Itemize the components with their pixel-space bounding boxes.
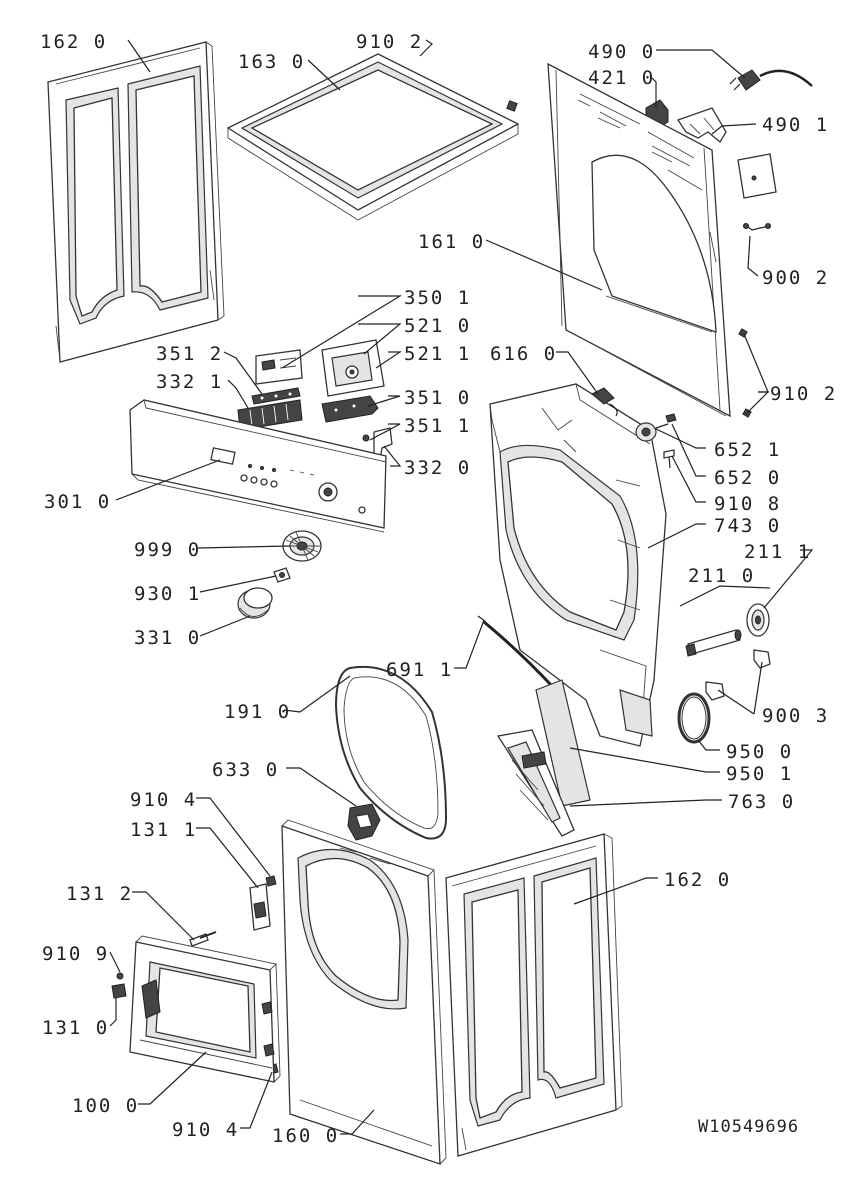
- label-351-2: 351 2: [156, 343, 223, 365]
- filter-screen-drawing: [535, 679, 591, 807]
- label-163-0: 163 0: [238, 51, 305, 73]
- thermostat-drawing: [635, 413, 677, 442]
- label-131-0: 131 0: [42, 1017, 109, 1039]
- label-211-0: 211 0: [688, 565, 755, 587]
- screws-rear-drawing: [738, 328, 752, 418]
- drive-ring-drawing: [677, 692, 711, 744]
- label-332-0: 332 0: [404, 457, 471, 479]
- top-cover-drawing: [226, 53, 520, 221]
- side-panel-right-drawing: [445, 833, 623, 1157]
- control-panel-drawing: [129, 399, 387, 533]
- label-351-0: 351 0: [404, 387, 471, 409]
- label-910-2-rear: 910 2: [770, 383, 837, 405]
- label-421-0: 421 0: [588, 67, 655, 89]
- label-950-0: 950 0: [726, 741, 793, 763]
- label-633-0: 633 0: [212, 759, 279, 781]
- label-910-4-bottom: 910 4: [172, 1119, 239, 1141]
- label-332-1: 332 1: [156, 371, 223, 393]
- label-131-2: 131 2: [66, 883, 133, 905]
- hinge-pin-drawing: [189, 931, 217, 947]
- roller-shaft-drawing: [685, 629, 742, 657]
- label-521-0: 521 0: [404, 315, 471, 337]
- label-211-1: 211 1: [744, 541, 811, 563]
- label-100-0: 100 0: [72, 1095, 139, 1117]
- label-162-0-left: 162 0: [40, 31, 107, 53]
- screw-top-drawing: [506, 100, 518, 112]
- label-910-2-top: 910 2: [356, 31, 423, 53]
- label-910-9: 910 9: [42, 943, 109, 965]
- control-board-drawing: [255, 349, 303, 385]
- lint-filter-drawing: [496, 729, 575, 837]
- idler-wheel-drawing: [746, 603, 770, 637]
- front-bulkhead-drawing: [489, 383, 667, 747]
- cord-clamp-drawing: [676, 107, 777, 199]
- label-490-1: 490 1: [762, 114, 829, 136]
- screw-bulkhead-drawing: [663, 449, 675, 469]
- label-350-1: 350 1: [404, 287, 471, 309]
- drawing-number: W10549696: [698, 1117, 799, 1137]
- part-labels: 162 0 163 0 910 2 490 0 421 0 490 1 161 …: [40, 31, 837, 1147]
- door-seal-drawing: [334, 666, 448, 840]
- label-691-1: 691 1: [386, 659, 453, 681]
- door-lock-drawing: [347, 803, 381, 841]
- label-490-0: 490 0: [588, 41, 655, 63]
- shaft-clips-drawing: [705, 649, 771, 701]
- ground-wire-drawing: [743, 223, 771, 231]
- lamp-holder-drawing: [591, 387, 618, 417]
- rear-panel-drawing: [547, 62, 731, 418]
- label-652-1: 652 1: [714, 439, 781, 461]
- label-910-4-top: 910 4: [130, 789, 197, 811]
- label-763-0: 763 0: [728, 791, 795, 813]
- side-panel-left-drawing: [47, 41, 225, 363]
- label-161-0: 161 0: [418, 231, 485, 253]
- door-assembly-drawing: [129, 935, 281, 1083]
- label-743-0: 743 0: [714, 515, 781, 537]
- power-cord-drawing: [729, 69, 813, 91]
- label-950-1: 950 1: [726, 763, 793, 785]
- label-900-3: 900 3: [762, 705, 829, 727]
- knob-insert-drawing: [273, 567, 291, 583]
- switch-strip-drawing: [251, 387, 301, 405]
- switch-bracket-drawing: [321, 395, 379, 423]
- front-panel-drawing: [281, 819, 447, 1165]
- label-162-0-right: 162 0: [664, 869, 731, 891]
- electronic-module-drawing: [321, 339, 385, 397]
- label-521-1: 521 1: [404, 343, 471, 365]
- control-knob-drawing: [237, 587, 273, 619]
- label-652-0: 652 0: [714, 467, 781, 489]
- door-hinge-drawing: [249, 883, 271, 931]
- label-900-2: 900 2: [762, 267, 829, 289]
- label-160-0: 160 0: [272, 1125, 339, 1147]
- leader-lines: [109, 39, 814, 1135]
- label-331-0: 331 0: [134, 627, 201, 649]
- label-301-0: 301 0: [44, 491, 111, 513]
- label-351-1: 351 1: [404, 415, 471, 437]
- label-910-8: 910 8: [714, 493, 781, 515]
- label-191-0: 191 0: [224, 701, 291, 723]
- label-616-0: 616 0: [490, 343, 557, 365]
- label-999-0: 999 0: [134, 539, 201, 561]
- label-930-1: 930 1: [134, 583, 201, 605]
- label-131-1: 131 1: [130, 819, 197, 841]
- door-catch-drawing: [111, 972, 127, 999]
- knob-screw-drawing: [362, 434, 370, 442]
